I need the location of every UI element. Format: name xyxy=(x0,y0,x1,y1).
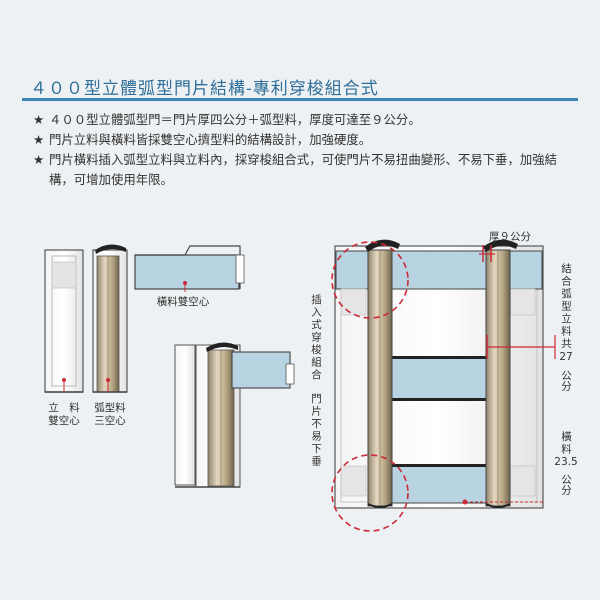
no-sag-label: 門片不易下垂 xyxy=(310,393,322,468)
feature-text-2: 門片立料與橫料皆採雙空心擠型料的結構設計，加強硬度。 xyxy=(49,132,372,147)
width-27-dimension xyxy=(486,335,556,359)
stile-profile xyxy=(44,249,84,393)
crossbar-width-unit: 公分 xyxy=(560,474,572,496)
thickness-dimension xyxy=(479,245,495,262)
stile-label-line1: 立 料 xyxy=(48,401,80,414)
arc-label-line2: 三空心 xyxy=(94,414,126,427)
title-underline xyxy=(22,98,578,101)
star-icon: ★ xyxy=(33,152,45,167)
stile-label-line2: 雙空心 xyxy=(48,414,80,427)
feature-text-1: ４００型立體弧型門＝門片厚四公分＋弧型料，厚度可達至９公分。 xyxy=(49,112,421,127)
crossbar-width-label: 橫料 xyxy=(560,430,572,456)
feature-item-2: ★ 門片立料與橫料皆採雙空心擠型料的結構設計，加強硬度。 xyxy=(33,130,581,150)
crossbar-23-dimension xyxy=(462,499,545,505)
insert-combination-label: 插入式穿梭組合 xyxy=(310,293,322,381)
feature-item-3: ★ 門片橫料插入弧型立料與立料內，採穿梭組合式，可使門片不易扭曲變形、不易下垂，… xyxy=(33,150,581,190)
combined-width-value: 27 xyxy=(559,351,572,363)
feature-text-3: 門片橫料插入弧型立料與立料內，採穿梭組合式，可使門片不易扭曲變形、不易下垂，加強… xyxy=(49,152,558,187)
door-panel-diagram xyxy=(331,239,544,532)
crossbar-hollow-label: 橫料雙空心 xyxy=(157,295,210,308)
crossbar-width-value: 23.5 xyxy=(554,456,577,468)
combined-width-unit: 公分 xyxy=(560,370,572,392)
thickness-label: 厚９公分 xyxy=(489,231,531,243)
arc-profile xyxy=(92,244,128,393)
star-icon: ★ xyxy=(33,132,45,147)
feature-item-1: ★ ４００型立體弧型門＝門片厚四公分＋弧型料，厚度可達至９公分。 xyxy=(33,110,581,130)
feature-list: ★ ４００型立體弧型門＝門片厚四公分＋弧型料，厚度可達至９公分。 ★ 門片立料與… xyxy=(33,110,581,190)
star-icon: ★ xyxy=(33,112,45,127)
arc-label-line1: 弧型料 xyxy=(94,401,126,414)
combined-width-label: 結合弧型立料共 xyxy=(560,262,572,350)
crossbar-profile xyxy=(134,245,245,292)
page-title: ４００型立體弧型門片結構-專利穿梭組合式 xyxy=(30,79,379,99)
assembly-detail xyxy=(174,342,295,488)
